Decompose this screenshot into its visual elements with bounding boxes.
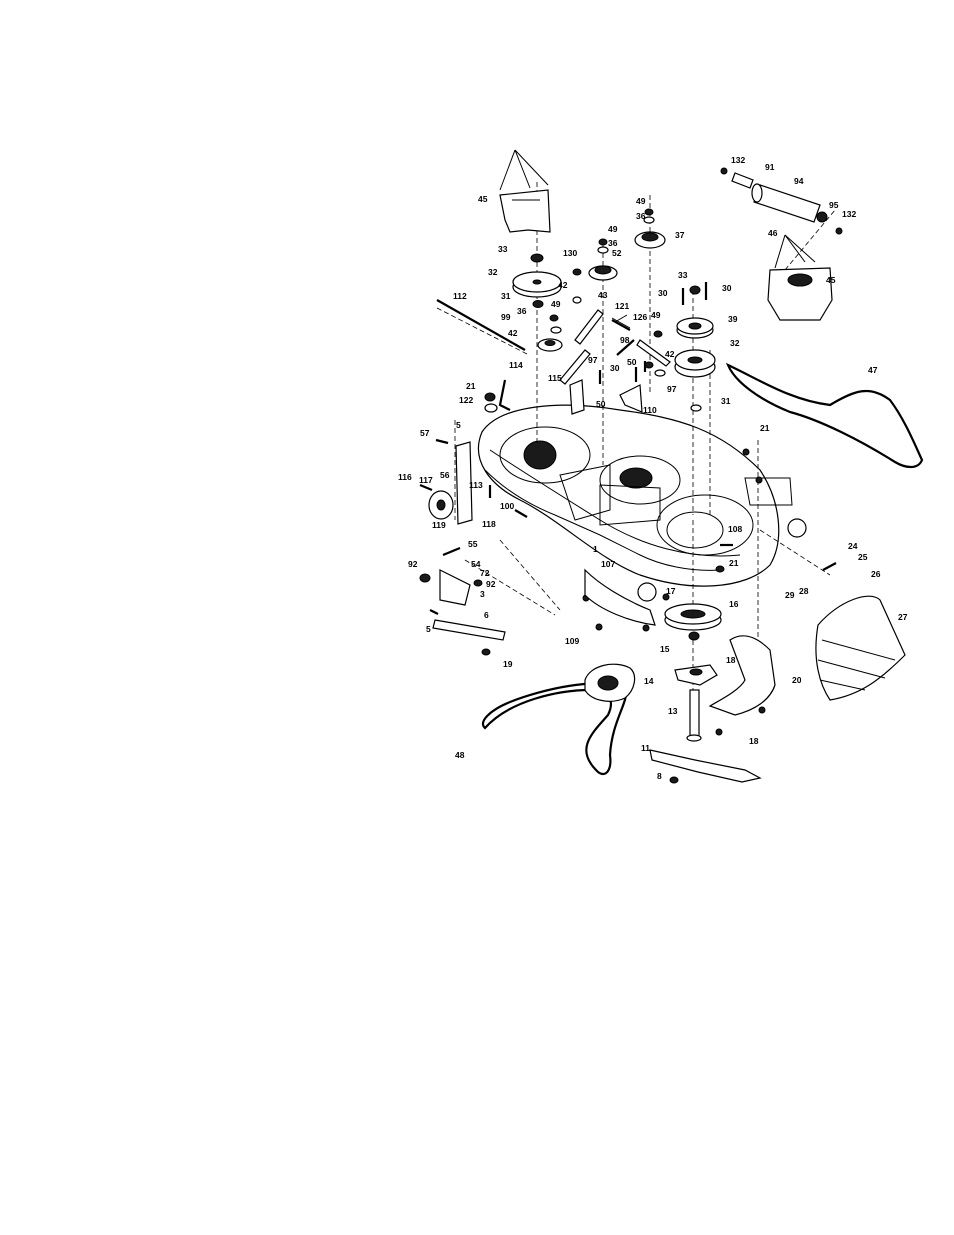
callout-label-112: 112 — [453, 291, 467, 301]
callout-label-18: 18 — [726, 655, 736, 665]
callout-label-94: 94 — [794, 176, 804, 186]
callout-label-56: 56 — [440, 470, 450, 480]
callout-label-45: 45 — [478, 194, 488, 204]
callout-label-28: 28 — [799, 586, 809, 596]
callout-label-114: 114 — [509, 360, 523, 370]
callout-label-107: 107 — [601, 559, 615, 569]
callout-label-3: 3 — [480, 589, 485, 599]
callout-label-30: 30 — [658, 288, 668, 298]
callout-label-130: 130 — [563, 248, 577, 258]
callout-label-97: 97 — [667, 384, 677, 394]
callout-label-31: 31 — [501, 291, 511, 301]
callout-label-27: 27 — [898, 612, 908, 622]
callout-label-108: 108 — [728, 524, 742, 534]
callout-label-92: 92 — [486, 579, 496, 589]
callout-label-19: 19 — [503, 659, 513, 669]
callout-label-95: 95 — [829, 200, 839, 210]
callout-label-42: 42 — [558, 280, 568, 290]
callout-label-11: 11 — [641, 743, 650, 753]
callout-label-24: 24 — [848, 541, 858, 551]
callout-label-42: 42 — [508, 328, 518, 338]
callout-label-18: 18 — [749, 736, 759, 746]
callout-label-29: 29 — [785, 590, 795, 600]
callout-label-50: 50 — [627, 357, 637, 367]
callout-label-20: 20 — [792, 675, 802, 685]
callout-label-31: 31 — [721, 396, 731, 406]
callout-label-98: 98 — [620, 335, 630, 345]
callout-label-21: 21 — [760, 423, 770, 433]
callout-label-37: 37 — [675, 230, 685, 240]
callout-label-57: 57 — [420, 428, 430, 438]
callout-label-32: 32 — [488, 267, 498, 277]
callout-label-30: 30 — [722, 283, 732, 293]
callout-label-119: 119 — [432, 520, 446, 530]
callout-label-132: 132 — [842, 209, 856, 219]
callout-label-52: 52 — [612, 248, 622, 258]
callout-label-50: 50 — [596, 399, 606, 409]
callout-label-49: 49 — [636, 196, 646, 206]
callout-label-45: 45 — [826, 275, 836, 285]
callout-label-121: 121 — [615, 301, 629, 311]
callout-label-92: 92 — [408, 559, 418, 569]
callout-label-110: 110 — [643, 405, 657, 415]
callout-label-33: 33 — [498, 244, 508, 254]
callout-label-100: 100 — [500, 501, 514, 511]
callout-label-21: 21 — [466, 381, 476, 391]
callout-label-16: 16 — [729, 599, 739, 609]
callout-label-33: 33 — [678, 270, 688, 280]
callout-label-99: 99 — [501, 312, 511, 322]
callout-label-32: 32 — [730, 338, 740, 348]
callout-label-122: 122 — [459, 395, 473, 405]
callout-label-49: 49 — [651, 310, 661, 320]
callout-label-91: 91 — [765, 162, 775, 172]
callout-label-25: 25 — [858, 552, 868, 562]
callout-label-14: 14 — [644, 676, 654, 686]
callout-label-36: 36 — [636, 211, 646, 221]
callout-label-126: 126 — [633, 312, 647, 322]
callout-label-49: 49 — [608, 224, 618, 234]
callout-label-6: 6 — [484, 610, 489, 620]
callout-label-49: 49 — [551, 299, 561, 309]
callout-label-15: 15 — [660, 644, 670, 654]
callout-label-1: 1 — [593, 544, 598, 554]
callout-label-48: 48 — [455, 750, 465, 760]
callout-label-115: 115 — [548, 373, 562, 383]
callout-label-113: 113 — [469, 480, 483, 490]
callout-label-109: 109 — [565, 636, 579, 646]
callout-label-117: 117 — [419, 475, 433, 485]
callout-label-17: 17 — [666, 586, 676, 596]
callout-label-132: 132 — [731, 155, 745, 165]
callout-label-47: 47 — [868, 365, 878, 375]
callout-label-97: 97 — [588, 355, 598, 365]
callout-label-72: 72 — [480, 568, 490, 578]
callout-label-116: 116 — [398, 472, 412, 482]
callout-label-5: 5 — [456, 420, 461, 430]
callout-label-5: 5 — [426, 624, 431, 634]
callout-label-8: 8 — [657, 771, 662, 781]
callout-label-26: 26 — [871, 569, 881, 579]
callout-label-118: 118 — [482, 519, 496, 529]
callout-label-42: 42 — [665, 349, 675, 359]
callout-label-55: 55 — [468, 539, 478, 549]
callout-label-39: 39 — [728, 314, 738, 324]
callout-label-36: 36 — [517, 306, 527, 316]
callout-label-21: 21 — [729, 558, 739, 568]
callout-label-36: 36 — [608, 238, 618, 248]
callout-label-13: 13 — [668, 706, 678, 716]
callout-label-46: 46 — [768, 228, 778, 238]
callout-label-43: 43 — [598, 290, 608, 300]
callout-label-30: 30 — [610, 363, 620, 373]
